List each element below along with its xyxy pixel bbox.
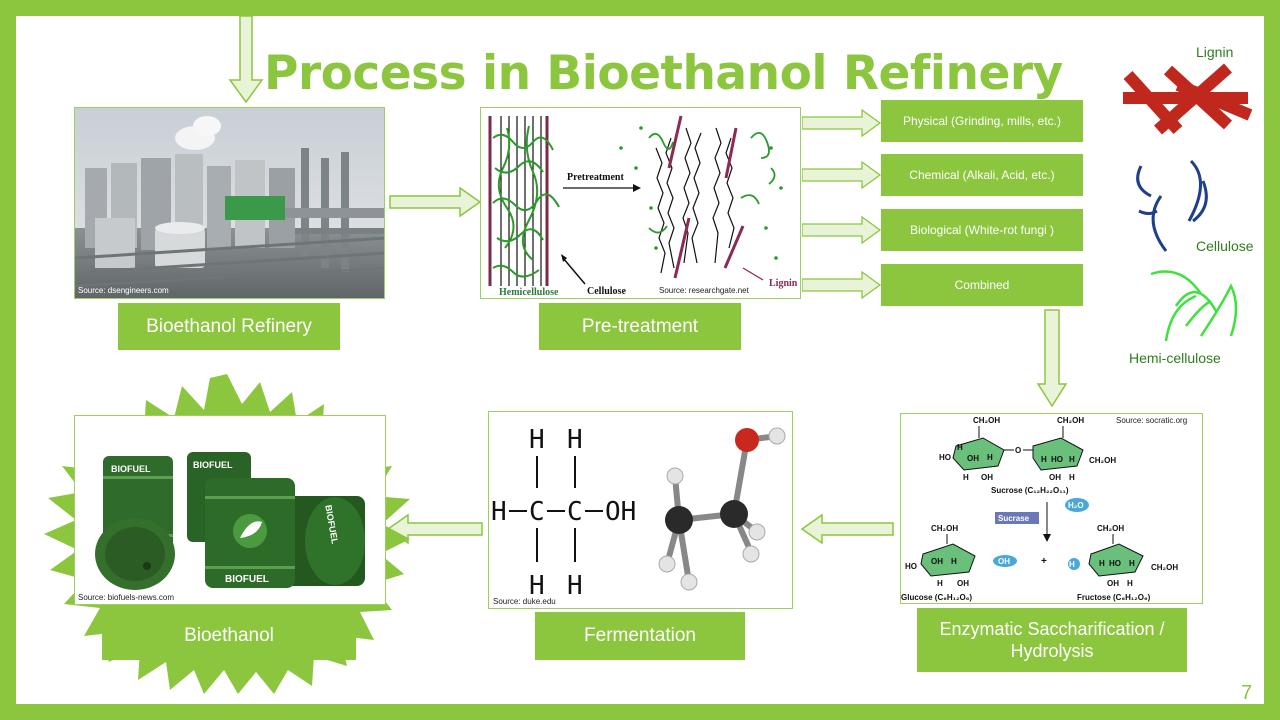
sucrose-ch2oh-1: CH₂OH xyxy=(973,416,1000,425)
enzyme-label: Sucrase xyxy=(998,514,1030,523)
method-physical: Physical (Grinding, mills, etc.) xyxy=(881,100,1083,142)
svg-text:H: H xyxy=(1099,559,1105,568)
svg-text:OH: OH xyxy=(998,557,1010,566)
formula-h-top-1: H xyxy=(529,425,545,455)
svg-text:OH: OH xyxy=(981,473,993,482)
svg-text:H: H xyxy=(957,443,963,452)
bioethanol-image: BIOFUEL BIOFUEL BIOFUEL BIOFUEL Source: … xyxy=(74,415,386,605)
cellulose-label: Cellulose xyxy=(587,286,626,297)
svg-text:H: H xyxy=(1127,579,1133,588)
formula-c-2: C xyxy=(567,497,583,527)
pretreatment-source: Source: researchgate.net xyxy=(659,286,749,295)
step-bioethanol: Bioethanol xyxy=(102,612,356,660)
svg-text:OH: OH xyxy=(957,579,969,588)
svg-text:H: H xyxy=(963,473,969,482)
legend-hemicellulose-label: Hemi-cellulose xyxy=(1129,350,1221,366)
barrel-text-4: BIOFUEL xyxy=(225,574,269,585)
formula-oh: OH xyxy=(605,497,636,527)
sucrose-label: Sucrose (C₁₂H₂₂O₁₁) xyxy=(991,486,1069,495)
glucose-ch2oh: CH₂OH xyxy=(931,524,958,533)
bioethanol-source: Source: biofuels-news.com xyxy=(78,593,175,602)
flow-arrow-right-1 xyxy=(389,186,482,218)
formula-h-top-2: H xyxy=(567,425,583,455)
legend-cellulose-label: Cellulose xyxy=(1196,238,1254,254)
refinery-source: Source: dsengineers.com xyxy=(78,286,169,295)
sucrose-ch2oh-2: CH₂OH xyxy=(1057,416,1084,425)
formula-h-bottom-1: H xyxy=(529,571,545,601)
svg-text:H: H xyxy=(1069,455,1075,464)
svg-text:H: H xyxy=(1069,473,1075,482)
formula-h-left: H xyxy=(491,497,507,527)
water-label: H₂O xyxy=(1068,501,1084,510)
svg-text:HO: HO xyxy=(1109,559,1121,568)
step-hydrolysis: Enzymatic Saccharification / Hydrolysis xyxy=(917,608,1187,672)
svg-text:OH: OH xyxy=(967,454,979,463)
flow-arrow-left-1 xyxy=(800,513,894,545)
flow-arrow-down xyxy=(1036,309,1068,408)
lignin-label: Lignin xyxy=(769,278,798,289)
svg-text:OH: OH xyxy=(1049,473,1061,482)
hydrolysis-source: Source: socratic.org xyxy=(1116,416,1188,425)
svg-text:H: H xyxy=(1129,559,1135,568)
hemicellulose-label: Hemicellulose xyxy=(499,287,559,298)
barrel-text-2: BIOFUEL xyxy=(193,460,233,470)
svg-text:O: O xyxy=(1015,446,1021,455)
pretreatment-arrow-label: Pretreatment xyxy=(567,172,624,183)
svg-text:CH₂OH: CH₂OH xyxy=(1151,563,1178,572)
hemicellulose-icon xyxy=(1150,270,1238,342)
fermentation-source: Source: duke.edu xyxy=(493,597,556,606)
pretreatment-diagram: Pretreatment Hemicellulos xyxy=(480,107,801,299)
barrel-text-1: BIOFUEL xyxy=(111,464,151,474)
fructose-ch2oh: CH₂OH xyxy=(1097,524,1124,533)
svg-text:H: H xyxy=(987,453,993,462)
svg-text:OH: OH xyxy=(1107,579,1119,588)
svg-text:HO: HO xyxy=(939,453,951,462)
svg-text:H: H xyxy=(1041,455,1047,464)
page-number: 7 xyxy=(1241,682,1253,704)
method-combined: Combined xyxy=(881,264,1083,306)
step-bioethanol-refinery: Bioethanol Refinery xyxy=(118,303,340,350)
svg-text:OH: OH xyxy=(931,557,943,566)
svg-text:H: H xyxy=(937,579,943,588)
method-chemical: Chemical (Alkali, Acid, etc.) xyxy=(881,154,1083,196)
fructose-label: Fructose (C₆H₁₂O₆) xyxy=(1077,593,1151,602)
entry-down-arrow xyxy=(228,16,264,104)
svg-text:H: H xyxy=(1069,560,1075,569)
cellulose-icon xyxy=(1136,159,1208,252)
step-pretreatment: Pre-treatment xyxy=(539,303,741,350)
svg-text:HO: HO xyxy=(1051,455,1063,464)
ethanol-structure: H H H C C OH H H xyxy=(488,411,793,609)
refinery-image: Source: dsengineers.com xyxy=(74,107,385,299)
method-biological: Biological (White-rot fungi ) xyxy=(881,209,1083,251)
formula-h-bottom-2: H xyxy=(567,571,583,601)
slide-title: Process in Bioethanol Refinery xyxy=(264,46,1063,101)
svg-text:CH₂OH: CH₂OH xyxy=(1089,456,1116,465)
formula-c-1: C xyxy=(529,497,545,527)
method-arrows xyxy=(802,108,882,300)
glucose-label: Glucose (C₆H₁₂O₆) xyxy=(901,593,972,602)
lignin-icon xyxy=(1123,63,1253,135)
legend-lignin-label: Lignin xyxy=(1196,44,1234,60)
step-fermentation: Fermentation xyxy=(535,612,745,660)
plus-sign: + xyxy=(1041,556,1047,567)
svg-text:HO: HO xyxy=(905,562,917,571)
svg-text:H: H xyxy=(951,557,957,566)
